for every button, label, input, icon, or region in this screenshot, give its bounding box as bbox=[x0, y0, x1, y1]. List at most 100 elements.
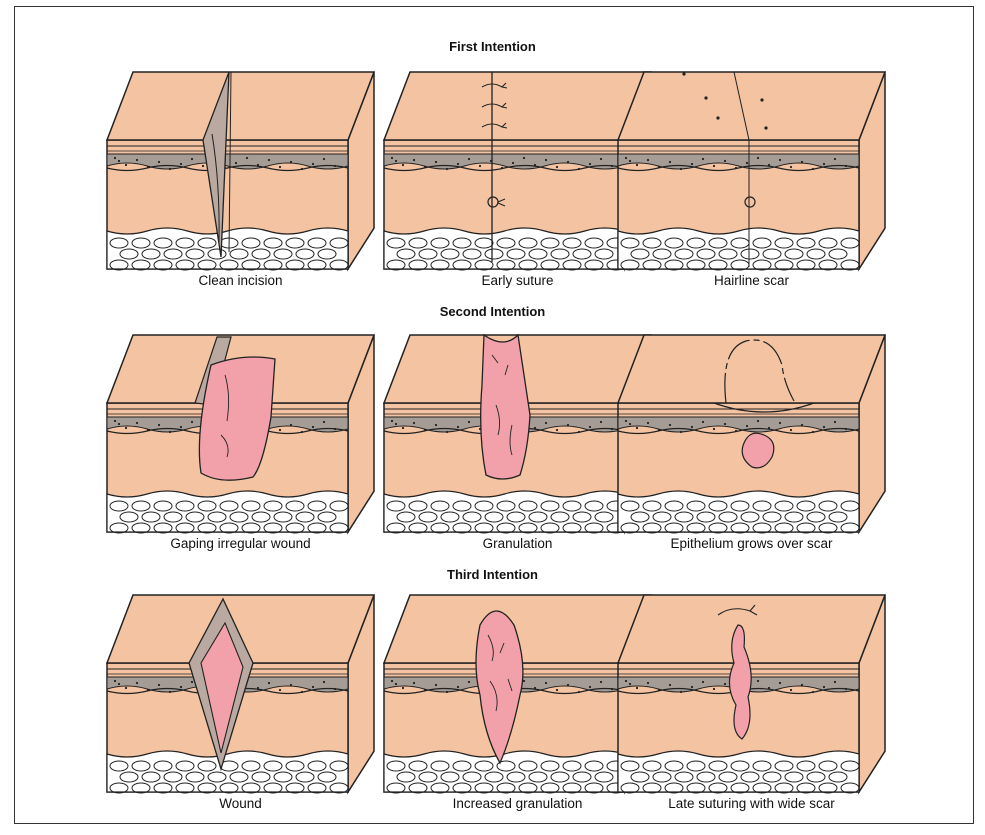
dermis-dot bbox=[629, 683, 631, 685]
dermis-dot bbox=[468, 158, 470, 160]
dermis-dot bbox=[636, 427, 638, 429]
dermis-dot bbox=[391, 420, 393, 422]
block-top-face bbox=[618, 595, 885, 663]
dermis-dot bbox=[589, 163, 591, 165]
dermis-dot bbox=[647, 159, 649, 161]
dermis-dot bbox=[636, 164, 638, 166]
dermis-dot bbox=[114, 157, 116, 159]
dermis-dot bbox=[323, 681, 325, 683]
dermis-dot bbox=[713, 428, 715, 430]
dermis-dot bbox=[801, 424, 803, 426]
caption-late-suturing-with-wide-scar: Late suturing with wide scar bbox=[614, 796, 889, 811]
block-top-face bbox=[618, 72, 885, 140]
dermis-dot bbox=[523, 680, 525, 682]
dermis-dot bbox=[268, 682, 270, 684]
dermis-dot bbox=[290, 424, 292, 426]
dermis-dot bbox=[680, 168, 682, 170]
dermis-dot bbox=[625, 420, 627, 422]
dermis-dot bbox=[290, 161, 292, 163]
dermis-dot bbox=[647, 422, 649, 424]
dermis-dot bbox=[823, 426, 825, 428]
fat-layer bbox=[384, 228, 625, 269]
dermis-dot bbox=[834, 158, 836, 160]
dermis-dot bbox=[680, 431, 682, 433]
dermis-dot bbox=[567, 161, 569, 163]
block-top-face bbox=[107, 72, 374, 140]
dermis-dot bbox=[834, 421, 836, 423]
dermis-dot bbox=[556, 166, 558, 168]
caption-gaping-irregular-wound: Gaping irregular wound bbox=[103, 536, 378, 551]
dermis-dot bbox=[823, 686, 825, 688]
dermis-dot bbox=[125, 427, 127, 429]
dermis-dot bbox=[724, 683, 726, 685]
dermis-dot bbox=[158, 684, 160, 686]
dermis-dot bbox=[191, 681, 193, 683]
dermis-dot bbox=[757, 680, 759, 682]
dermis-dot bbox=[457, 686, 459, 688]
skin-block bbox=[618, 72, 885, 270]
dermis-dot bbox=[235, 162, 237, 164]
fat-layer bbox=[618, 491, 859, 532]
panel-late-suturing-with-wide-scar: Late suturing with wide scar bbox=[614, 585, 889, 835]
dermis-dot bbox=[647, 682, 649, 684]
dermis-dot bbox=[790, 689, 792, 691]
dermis-dot bbox=[702, 421, 704, 423]
dermis-dot bbox=[118, 423, 120, 425]
dermis-dot bbox=[118, 683, 120, 685]
dermis-dot bbox=[757, 157, 759, 159]
panel-clean-incision: Clean incision bbox=[103, 62, 378, 312]
skin-block-illustration bbox=[103, 585, 378, 795]
dermis-dot bbox=[279, 689, 281, 691]
skin-block-illustration bbox=[103, 62, 378, 272]
caption-wound: Wound bbox=[103, 796, 378, 811]
dermis-dot bbox=[312, 686, 314, 688]
healed-stitch-dot bbox=[764, 126, 767, 129]
dermis-dot bbox=[669, 684, 671, 686]
dermis-dot bbox=[702, 158, 704, 160]
dermis-dot bbox=[625, 157, 627, 159]
dermis-dot bbox=[629, 423, 631, 425]
dermis-dot bbox=[202, 165, 204, 167]
dermis-dot bbox=[468, 681, 470, 683]
dermis-dot bbox=[413, 422, 415, 424]
skin-block bbox=[384, 72, 651, 270]
dermis-dot bbox=[391, 680, 393, 682]
dermis-dot bbox=[312, 163, 314, 165]
dermis-dot bbox=[545, 682, 547, 684]
healed-stitch-dot bbox=[760, 98, 763, 101]
fat-layer bbox=[618, 751, 859, 792]
skin-block-illustration bbox=[614, 325, 889, 535]
dermis-dot bbox=[790, 429, 792, 431]
dermis-dot bbox=[136, 422, 138, 424]
dermis-dot bbox=[279, 429, 281, 431]
dermis-dot bbox=[724, 160, 726, 162]
dermis-dot bbox=[446, 168, 448, 170]
dermis-dot bbox=[691, 426, 693, 428]
dermis-dot bbox=[479, 165, 481, 167]
section-title-first-intention: First Intention bbox=[0, 39, 985, 54]
dermis-dot bbox=[169, 691, 171, 693]
dermis-dot bbox=[158, 424, 160, 426]
dermis-dot bbox=[801, 161, 803, 163]
dermis-dot bbox=[290, 684, 292, 686]
caption-hairline-scar: Hairline scar bbox=[614, 273, 889, 288]
dermis-dot bbox=[545, 422, 547, 424]
dermis-dot bbox=[567, 684, 569, 686]
dermis-dot bbox=[713, 165, 715, 167]
caption-clean-incision: Clean incision bbox=[103, 273, 378, 288]
dermis-dot bbox=[402, 427, 404, 429]
dermis-dot bbox=[556, 689, 558, 691]
dermis-dot bbox=[136, 682, 138, 684]
healed-stitch-dot bbox=[704, 96, 707, 99]
dermis-dot bbox=[713, 688, 715, 690]
fat-layer bbox=[107, 228, 348, 269]
dermis-dot bbox=[114, 420, 116, 422]
dermis-dot bbox=[395, 160, 397, 162]
block-top-face bbox=[384, 72, 651, 140]
dermis-dot bbox=[279, 166, 281, 168]
dermis-dot bbox=[779, 682, 781, 684]
dermis-dot bbox=[413, 159, 415, 161]
skin-block bbox=[107, 72, 374, 270]
dermis-dot bbox=[600, 158, 602, 160]
dermis-dot bbox=[125, 687, 127, 689]
